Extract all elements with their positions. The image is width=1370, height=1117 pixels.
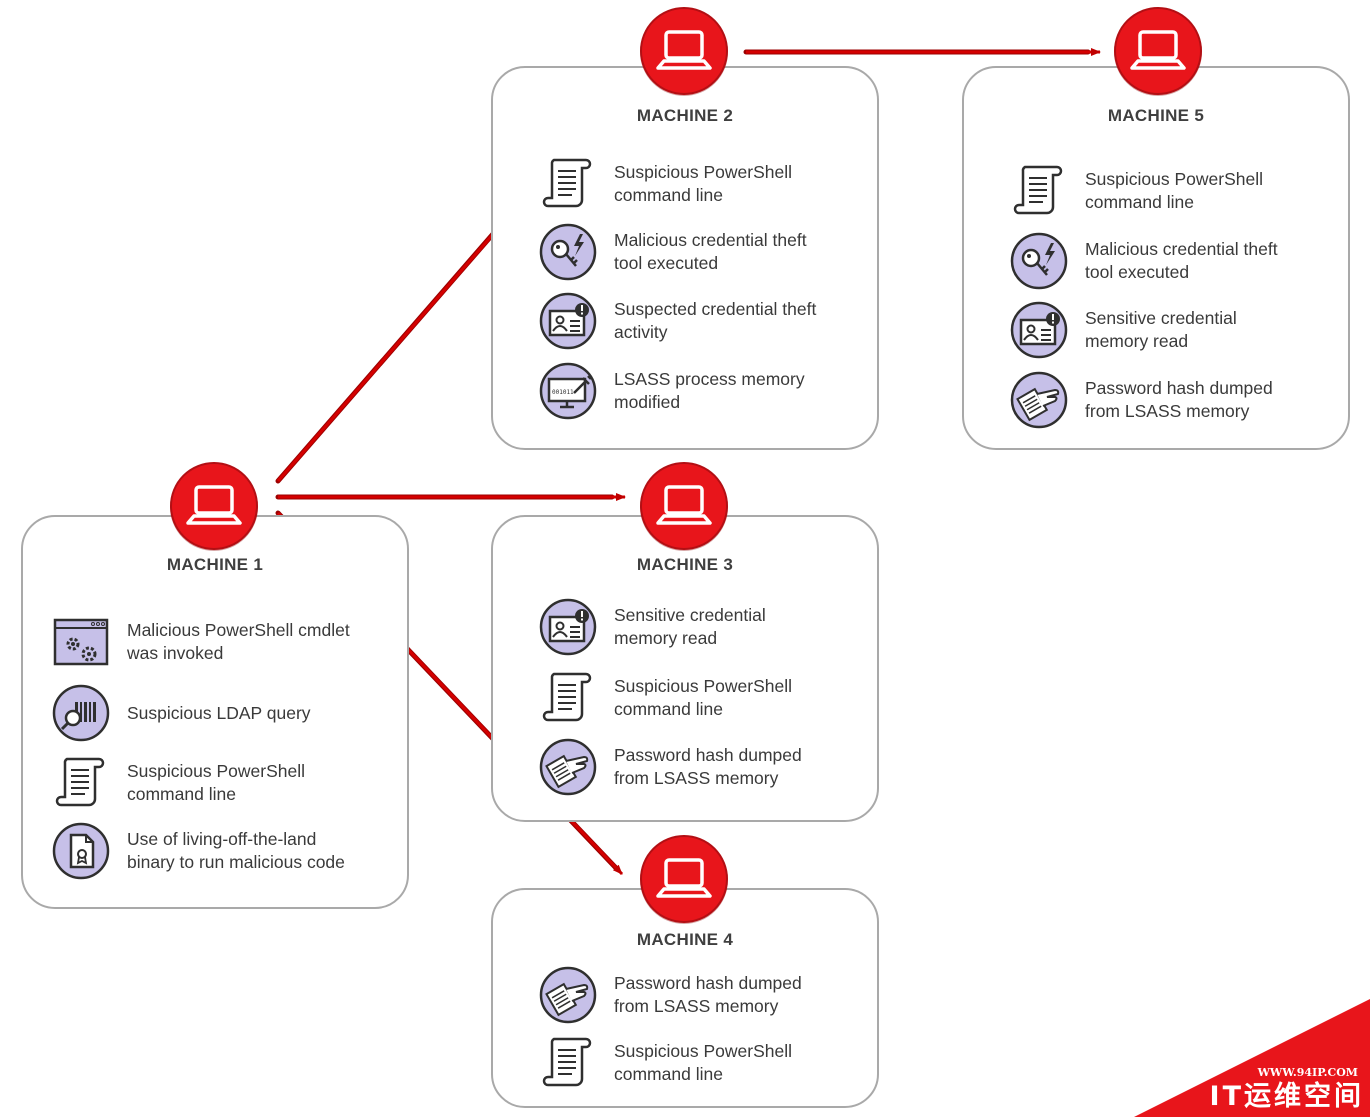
alert-item: Suspicious PowerShell command line bbox=[1009, 161, 1325, 221]
alert-item: Suspicious LDAP query bbox=[51, 683, 367, 743]
scroll-icon bbox=[538, 154, 598, 214]
machine-title: MACHINE 3 bbox=[636, 555, 734, 574]
alert-label: Suspicious LDAP query bbox=[127, 702, 311, 723]
machine-title: MACHINE 1 bbox=[166, 555, 264, 574]
scroll-icon bbox=[1009, 161, 1069, 221]
alert-label: Sensitive credential memory read bbox=[1085, 308, 1237, 351]
machine-5-laptop-icon bbox=[1112, 6, 1204, 98]
machine-title: MACHINE 4 bbox=[636, 930, 734, 949]
machine-3-laptop-icon bbox=[638, 461, 730, 553]
watermark: WWW.94IP.COM IT运维空间 bbox=[1134, 999, 1370, 1117]
machine-1-laptop-icon bbox=[168, 461, 260, 553]
alert-item: Malicious credential theft tool executed bbox=[1009, 231, 1325, 291]
alert-item: Password hash dumped from LSASS memory bbox=[538, 965, 854, 1025]
alert-item: Suspicious PowerShell command line bbox=[538, 1033, 854, 1093]
alert-item: Malicious PowerShell cmdlet was invoked bbox=[51, 612, 367, 672]
alert-item: Suspicious PowerShell command line bbox=[538, 668, 854, 728]
alert-item: Suspected credential theft activity bbox=[538, 291, 854, 351]
certificate-document-icon bbox=[51, 821, 111, 881]
alert-label: LSASS process memory modified bbox=[614, 369, 805, 412]
machine-1-panel: MACHINE 1 Malicious PowerShell cmdlet wa… bbox=[21, 515, 409, 909]
alert-label: Sensitive credential memory read bbox=[614, 605, 766, 648]
scroll-icon bbox=[538, 1033, 598, 1093]
alert-item: Sensitive credential memory read bbox=[538, 597, 854, 657]
watermark-triangle bbox=[1134, 999, 1370, 1117]
alert-label: Use of living-off-the-land binary to run… bbox=[127, 829, 345, 872]
alert-item: Password hash dumped from LSASS memory bbox=[1009, 370, 1325, 430]
key-lightning-icon bbox=[1009, 231, 1069, 291]
alert-label: Suspected credential theft activity bbox=[614, 299, 817, 342]
alert-label: Suspicious PowerShell command line bbox=[614, 162, 793, 205]
barcode-magnifier-icon bbox=[51, 683, 111, 743]
svg-text:001011: 001011 bbox=[552, 389, 574, 396]
machine-title: MACHINE 2 bbox=[636, 106, 734, 125]
watermark-url: WWW.94IP.COM bbox=[1257, 1066, 1358, 1079]
machine-2-laptop-icon bbox=[638, 6, 730, 98]
key-lightning-icon bbox=[538, 222, 598, 282]
alert-item: Suspicious PowerShell command line bbox=[538, 154, 854, 214]
hand-document-icon bbox=[538, 737, 598, 797]
alert-label: Suspicious PowerShell command line bbox=[614, 676, 793, 719]
alert-label: Suspicious PowerShell command line bbox=[127, 761, 306, 804]
alert-item: Suspicious PowerShell command line bbox=[51, 753, 367, 813]
alert-label: Malicious credential theft tool executed bbox=[1085, 239, 1278, 282]
machine-title: MACHINE 5 bbox=[1107, 106, 1205, 125]
machine-3-panel: MACHINE 3 Sensitive credential memory re… bbox=[491, 515, 879, 822]
alert-item: Use of living-off-the-land binary to run… bbox=[51, 821, 367, 881]
hand-document-icon bbox=[1009, 370, 1069, 430]
alert-label: Password hash dumped from LSASS memory bbox=[614, 745, 802, 788]
machine-4-panel: MACHINE 4 Password hash dumped from LSAS… bbox=[491, 888, 879, 1108]
scroll-icon bbox=[538, 668, 598, 728]
alert-label: Password hash dumped from LSASS memory bbox=[1085, 378, 1273, 421]
alert-item: Password hash dumped from LSASS memory bbox=[538, 737, 854, 797]
id-card-alert-icon bbox=[538, 291, 598, 351]
id-card-alert-icon bbox=[1009, 300, 1069, 360]
watermark-brand: IT运维空间 bbox=[1209, 1081, 1364, 1112]
alert-label: Suspicious PowerShell command line bbox=[614, 1041, 793, 1084]
browser-gears-icon bbox=[51, 612, 111, 672]
alert-label: Suspicious PowerShell command line bbox=[1085, 169, 1264, 212]
alert-label: Password hash dumped from LSASS memory bbox=[614, 973, 802, 1016]
alert-item: Sensitive credential memory read bbox=[1009, 300, 1325, 360]
machine-2-panel: MACHINE 2 Suspicious PowerShell command … bbox=[491, 66, 879, 450]
machine-5-panel: MACHINE 5 Suspicious PowerShell command … bbox=[962, 66, 1350, 450]
alert-label: Malicious credential theft tool executed bbox=[614, 230, 807, 273]
alert-item: 001011 LSASS process memory modified bbox=[538, 361, 854, 421]
machine-4-laptop-icon bbox=[638, 834, 730, 926]
alert-label: Malicious PowerShell cmdlet was invoked bbox=[127, 620, 350, 663]
alert-item: Malicious credential theft tool executed bbox=[538, 222, 854, 282]
id-card-alert-icon bbox=[538, 597, 598, 657]
scroll-icon bbox=[51, 753, 111, 813]
monitor-syringe-icon: 001011 bbox=[538, 361, 598, 421]
hand-document-icon bbox=[538, 965, 598, 1025]
